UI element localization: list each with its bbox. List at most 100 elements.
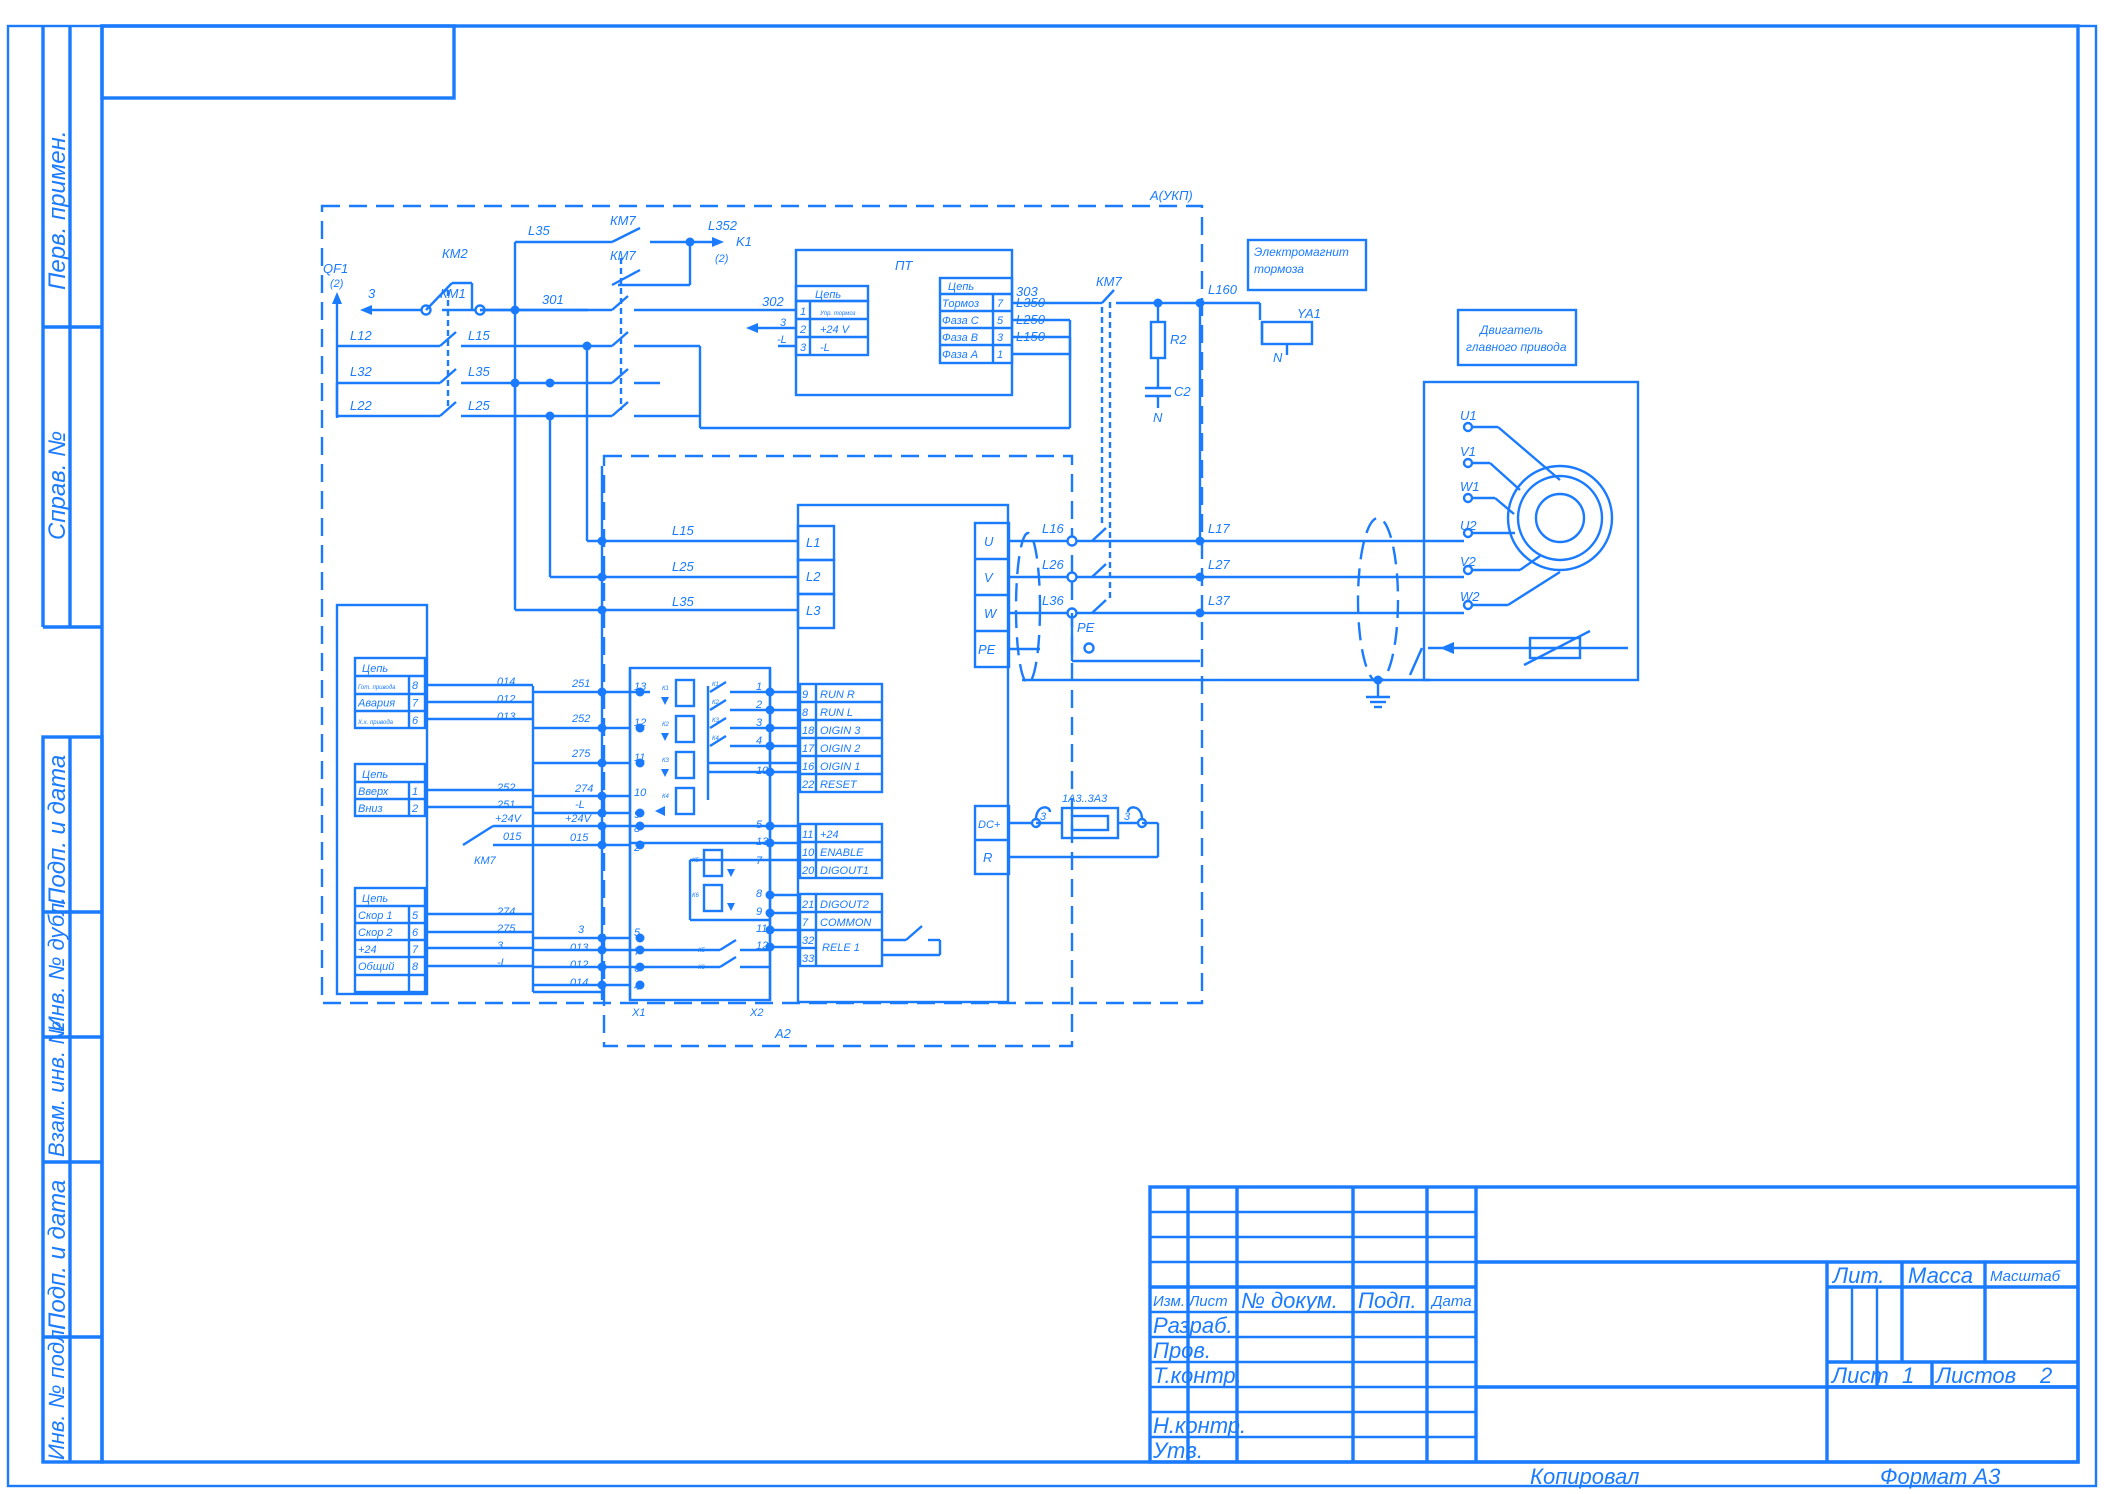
- label-l17: L17: [1208, 521, 1230, 536]
- control-wire: 012: [497, 694, 515, 706]
- control-wire: 252: [496, 782, 515, 794]
- ctrl-pin: 9: [802, 689, 808, 701]
- inverter-output-label: PE: [978, 642, 996, 657]
- control-wire: 275: [496, 923, 516, 935]
- pt-right-signal: Тормоз: [942, 298, 979, 310]
- ctrl-signal: DIGOUT2: [820, 899, 869, 911]
- label-l25: L25: [468, 398, 490, 413]
- stamp-vzam-inv: Взам. инв. №: [44, 1021, 69, 1157]
- motor-terminal-label: W1: [1460, 479, 1480, 494]
- ctrl-signal: RUN L: [820, 707, 853, 719]
- pt-right-head: Цепь: [948, 281, 974, 293]
- g1-head: Цепь: [362, 663, 388, 675]
- x1-pin: 13: [634, 681, 647, 693]
- control-panel: [335, 603, 942, 1002]
- pt-right-wire: L350: [1016, 295, 1046, 310]
- tb-format: Формат А3: [1880, 1464, 2001, 1489]
- ctrl-signal: +24: [820, 829, 839, 841]
- pt-left-wire-3: 3: [780, 317, 787, 329]
- tb-massa: Масса: [1908, 1263, 1973, 1288]
- relay-k5: К5: [692, 858, 700, 864]
- tb-kopiroval: Копировал: [1530, 1464, 1639, 1489]
- bus-l35: L35: [672, 594, 694, 609]
- control-pin: 8: [412, 961, 419, 973]
- label-l36: L36: [1042, 593, 1064, 608]
- bus-l25: L25: [672, 559, 694, 574]
- pt-left-pin: 2: [799, 324, 806, 336]
- tb-izm: Изм.: [1153, 1293, 1185, 1310]
- x1-pin: 12: [634, 717, 646, 729]
- control-signal: Гот. привода: [358, 685, 396, 691]
- resistor-label: 1А3..3А3: [1062, 793, 1108, 805]
- mid-015a: 015: [503, 831, 522, 843]
- pt-left-head: Цепь: [815, 289, 841, 301]
- ctrl-pin: 8: [802, 707, 809, 719]
- control-wire: -L: [497, 957, 507, 969]
- pt-left-pin: 3: [800, 342, 807, 354]
- mid-013: 013: [570, 942, 589, 954]
- label-km2: КМ2: [442, 246, 468, 261]
- label-wire-302: 302: [762, 294, 784, 309]
- tb-list: Лист: [1188, 1293, 1228, 1310]
- label-km7-top: КМ7: [610, 213, 636, 228]
- pt-right-wire: L250: [1016, 312, 1046, 327]
- stamp-sprav-no: Справ. №: [44, 431, 71, 540]
- resistor-left: 3: [1040, 811, 1047, 823]
- stamp-inv-dubl: Инв. № дубл.: [44, 897, 69, 1032]
- pt-right-wire: L150: [1016, 329, 1046, 344]
- label-l22: L22: [350, 398, 372, 413]
- label-qf1: QF1: [323, 261, 348, 276]
- pt-right-signal: Фаза В: [942, 332, 978, 344]
- ctrl-pin: 17: [802, 743, 815, 755]
- pt-left-wire-l: -L: [777, 334, 787, 346]
- label-l26: L26: [1042, 557, 1064, 572]
- ctrl-signal: OIGIN 2: [820, 743, 860, 755]
- relay-k5-contact: К5: [698, 948, 706, 954]
- ctrl-signal: RUN R: [820, 689, 855, 701]
- x1-pin: 7: [634, 946, 641, 958]
- label-wire-3: 3: [368, 286, 376, 301]
- inverter: [515, 302, 1464, 1004]
- x2-pin: 13: [756, 836, 769, 848]
- label-l16: L16: [1042, 521, 1064, 536]
- relay-contact-label: К1: [712, 682, 719, 688]
- x2-pin: 10: [756, 765, 769, 777]
- stamp-podp-data-1: Подп. и дата: [44, 755, 71, 905]
- tb-list-value: 1: [1902, 1363, 1914, 1388]
- control-pin: 1: [412, 786, 418, 798]
- control-signal: Авария: [357, 698, 395, 710]
- control-signal: Вниз: [358, 803, 383, 815]
- label-wire-303: 303: [1016, 284, 1038, 299]
- label-km7-low: КМ7: [474, 855, 497, 867]
- rele-1: RELE 1: [822, 942, 860, 954]
- stamp-perv-primen: Перв. примен.: [44, 130, 71, 290]
- tb-razrab: Разраб.: [1153, 1313, 1233, 1338]
- x1-pin: 6: [634, 963, 641, 975]
- mid-24b: +24V: [565, 813, 593, 825]
- x2-pin: 9: [756, 906, 762, 918]
- control-signal: Х.х. привода: [357, 720, 394, 726]
- ctrl-pin: 16: [802, 761, 815, 773]
- x2-pin: 3: [756, 717, 763, 729]
- pt-right-signal: Фаза А: [942, 349, 978, 361]
- ctrl-pin: 21: [801, 899, 814, 911]
- label-l35-top: L35: [528, 223, 550, 238]
- relay-coil-label: К2: [662, 722, 670, 728]
- ctrl-pin: 22: [801, 779, 814, 791]
- label-l160: L160: [1208, 282, 1238, 297]
- mid-252: 252: [571, 713, 590, 725]
- inverter-r: R: [983, 850, 992, 865]
- label-l15: L15: [468, 328, 490, 343]
- mid-24a: +24V: [495, 813, 523, 825]
- ctrl-signal: ENABLE: [820, 847, 864, 859]
- label-ya1: YA1: [1297, 306, 1321, 321]
- label-km1: КМ1: [440, 286, 466, 301]
